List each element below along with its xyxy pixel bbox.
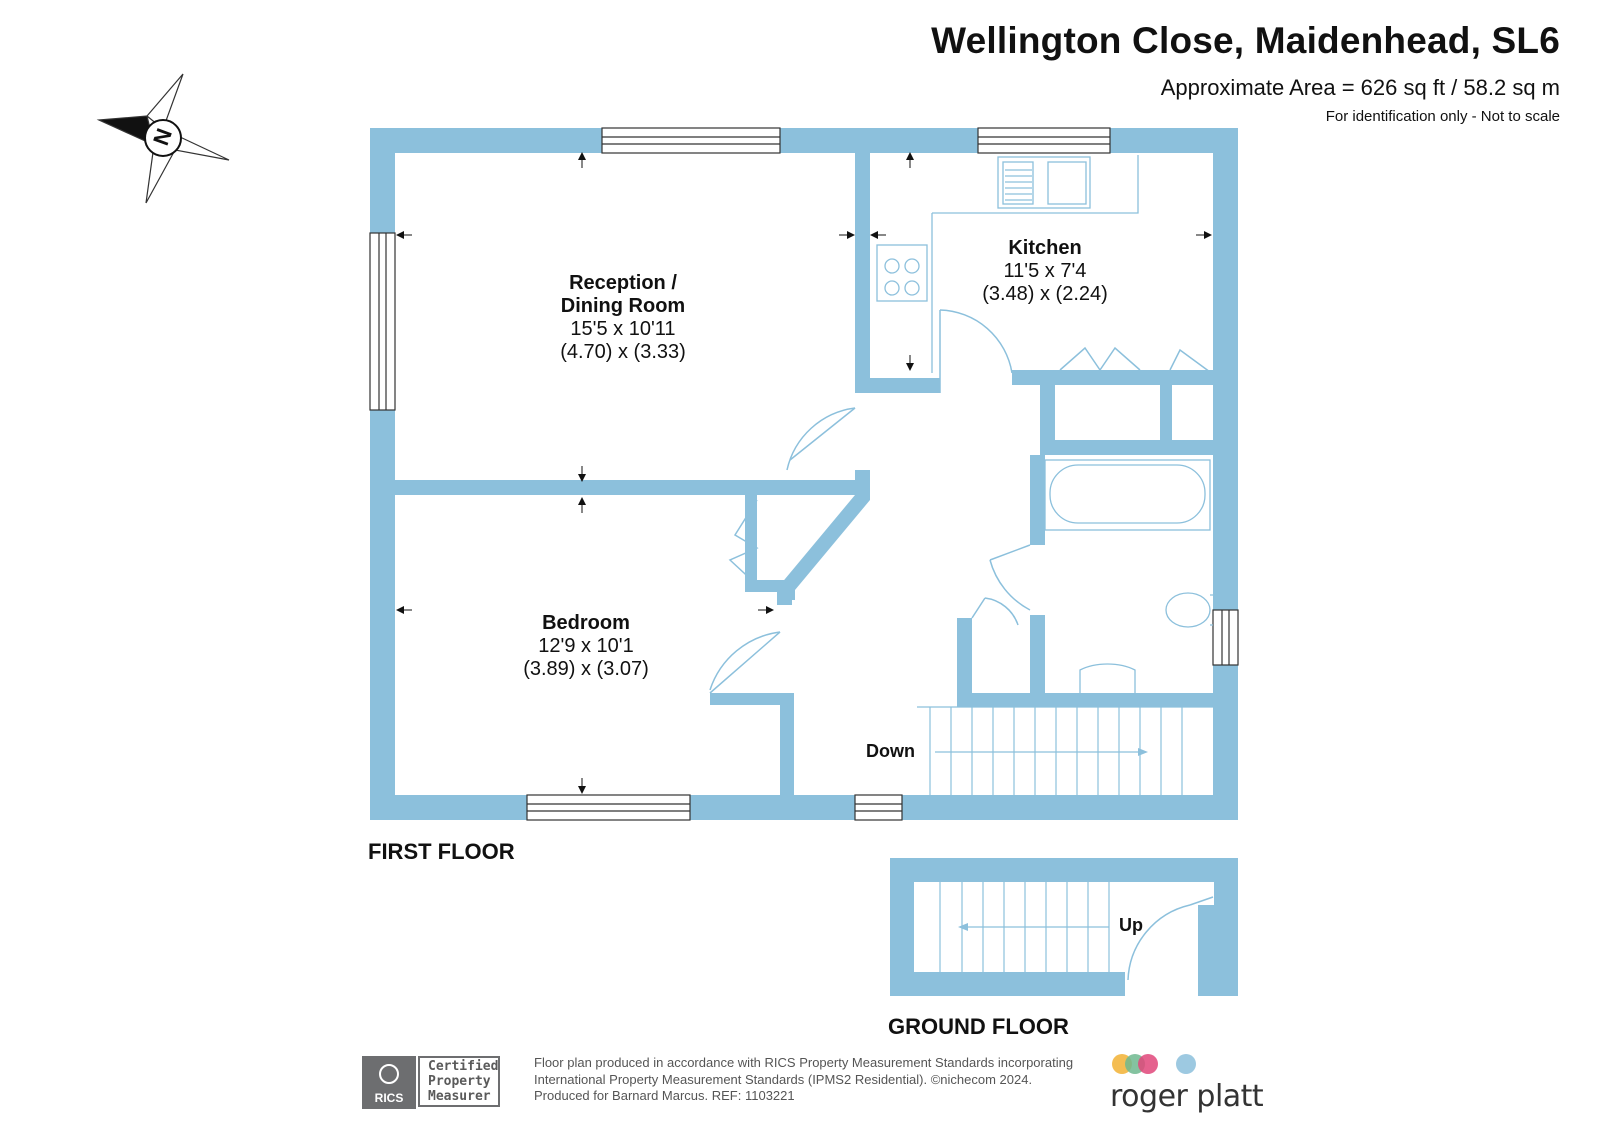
- room-imperial: 11'5 x 7'4: [1003, 260, 1087, 282]
- area-text: Approximate Area = 626 sq ft / 58.2 sq m: [1160, 75, 1560, 100]
- first-floor-walls: [370, 128, 1238, 820]
- cert-line: Property: [428, 1074, 491, 1089]
- cert-line: Measurer: [428, 1089, 491, 1104]
- stairs-arrow-up: [958, 923, 968, 931]
- footer-line: Produced for Barnard Marcus. REF: 110322…: [534, 1088, 795, 1103]
- stairs-first-floor: [917, 706, 1213, 795]
- footer-line: Floor plan produced in accordance with R…: [534, 1055, 1074, 1070]
- rics-text: RICS: [374, 1091, 404, 1105]
- compass-icon: [96, 73, 230, 204]
- room-name: Bedroom: [542, 612, 630, 634]
- brand-dot-icon: [1176, 1054, 1196, 1074]
- footer-disclaimer: Floor plan produced in accordance with R…: [534, 1055, 1073, 1105]
- room-name: Kitchen: [1008, 237, 1082, 259]
- room-reception: Reception / Dining Room 15'5 x 10'11 (4.…: [523, 272, 723, 364]
- room-kitchen: Kitchen 11'5 x 7'4 (3.48) x (2.24): [945, 237, 1145, 306]
- page-title: Wellington Close, Maidenhead, SL6: [931, 20, 1560, 61]
- stairs-up-label: Up: [1119, 915, 1143, 935]
- kitchen-fixtures: [876, 155, 1213, 693]
- certified-measurer-badge: Certified Property Measurer: [418, 1056, 500, 1107]
- identification-note: For identification only - Not to scale: [1325, 108, 1560, 125]
- stairs-down-label: Down: [866, 741, 915, 761]
- cert-line: Certified: [428, 1059, 499, 1074]
- windows: [369, 127, 1239, 821]
- brand-dot-icon: [1138, 1054, 1158, 1074]
- ground-floor-label: GROUND FLOOR: [888, 1014, 1069, 1039]
- stairs-ground-floor: [939, 882, 1110, 972]
- ground-floor-walls: [890, 858, 1238, 996]
- room-name: Reception /: [569, 272, 677, 294]
- measurement-arrows: [396, 152, 1212, 794]
- footer-line: International Property Measurement Stand…: [534, 1071, 1033, 1087]
- measurement-ticks: [402, 158, 1206, 788]
- door-swings: [709, 309, 1214, 981]
- brand-dots: [1112, 1054, 1222, 1076]
- rics-logo: RICS: [362, 1056, 416, 1109]
- stairs-arrow-down: [1138, 748, 1148, 756]
- brand-logo-text: roger platt: [1110, 1079, 1264, 1114]
- room-metric: (3.48) x (2.24): [982, 283, 1108, 305]
- room-bedroom: Bedroom 12'9 x 10'1 (3.89) x (3.07): [486, 612, 686, 681]
- room-name-line2: Dining Room: [560, 295, 686, 317]
- room-imperial: 15'5 x 10'11: [570, 318, 676, 340]
- first-floor-label: FIRST FLOOR: [368, 839, 515, 864]
- room-metric: (4.70) x (3.33): [560, 341, 686, 363]
- rics-emblem-icon: [379, 1064, 399, 1084]
- room-metric: (3.89) x (3.07): [523, 658, 649, 680]
- sink-drainer: [1005, 169, 1032, 201]
- room-imperial: 12'9 x 10'1: [538, 635, 634, 657]
